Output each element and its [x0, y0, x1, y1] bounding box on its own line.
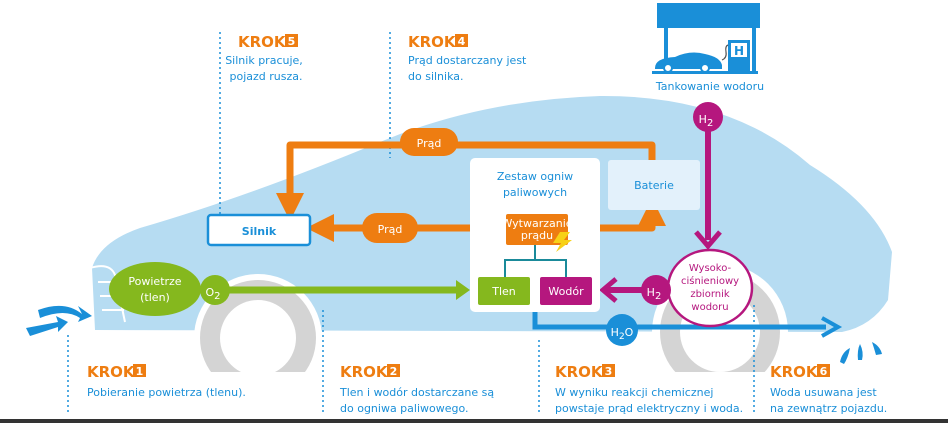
- step-2-num: 2: [390, 365, 398, 378]
- hydrogen-refuel-arrowhead: [694, 230, 722, 250]
- step-1-line1: Pobieranie powietrza (tlenu).: [87, 386, 246, 399]
- oxygen-arrowhead: [456, 280, 470, 300]
- step-3-line1: W wyniku reakcji chemicznej: [555, 386, 713, 399]
- pump-letter: H: [734, 44, 744, 58]
- h2-tank-base: H: [647, 286, 655, 299]
- current-label-top: Prąd: [400, 128, 458, 156]
- air-line2: (tlen): [140, 291, 170, 304]
- step-4-label: KROK: [408, 33, 457, 51]
- svg-text:O2: O2: [205, 286, 220, 302]
- step-5: KROK 5 Silnik pracuje, pojazd rusza.: [225, 33, 303, 83]
- step-2-line2: do ogniwa paliwowego.: [340, 402, 469, 415]
- svg-text:H2: H2: [647, 286, 662, 302]
- bottom-bar: [0, 419, 948, 423]
- current-path-top: [276, 141, 656, 221]
- rear-wheel: [194, 274, 322, 402]
- fuel-cell-title-line1: Zestaw ogniw: [497, 170, 573, 183]
- svg-text:H2: H2: [699, 113, 714, 129]
- step-3-num: 3: [605, 365, 613, 378]
- step-6: KROK 6 Woda usuwana jest na zewnątrz poj…: [770, 363, 887, 415]
- tank-line4: wodoru: [691, 302, 728, 313]
- current-top-text: Prąd: [417, 137, 442, 150]
- reaction-connector: [504, 245, 567, 277]
- o2-badge: O2: [200, 275, 230, 305]
- water-line: [532, 312, 826, 330]
- step-3: KROK 3 W wyniku reakcji chemicznej powst…: [555, 363, 743, 415]
- generation-line1: Wytwarzanie: [501, 217, 572, 230]
- generation-box: Wytwarzanie prądu: [501, 214, 573, 245]
- air-ellipse: Powietrze (tlen): [109, 262, 201, 316]
- air-intake-arrow-icon-2: [26, 316, 68, 336]
- h2-refuel-badge: H2: [693, 102, 723, 132]
- h2o-badge: H2O: [606, 314, 638, 346]
- h2-tank-badge: H2: [641, 275, 671, 305]
- hydrogen-station-icon: H: [652, 3, 760, 74]
- tank-line3: zbiornik: [690, 289, 730, 300]
- hydrogen-box: Wodór: [540, 277, 592, 305]
- current-mid-text: Prąd: [378, 223, 403, 236]
- step-6-line1: Woda usuwana jest: [770, 386, 877, 399]
- o2-sub: 2: [214, 291, 220, 302]
- step-6-line2: na zewnątrz pojazdu.: [770, 402, 887, 415]
- h2-top-base: H: [699, 113, 707, 126]
- oxygen-box-text: Tlen: [491, 285, 516, 298]
- step-4-line1: Prąd dostarczany jest: [408, 54, 527, 67]
- step-1-label: KROK: [87, 363, 136, 381]
- oxygen-box: Tlen: [478, 277, 530, 305]
- step-2-label: KROK: [340, 363, 389, 381]
- station-label: Tankowanie wodoru: [655, 80, 764, 93]
- step-3-label: KROK: [555, 363, 604, 381]
- step-5-label: KROK: [238, 33, 287, 51]
- fuel-cell-title-line2: paliwowych: [503, 186, 567, 199]
- tank-line2: ciśnieniowy: [681, 275, 739, 287]
- step-4-num: 4: [458, 35, 466, 48]
- water-arrowhead: [821, 316, 843, 338]
- step-2: KROK 2 Tlen i wodór dostarczane są do og…: [339, 363, 494, 415]
- h2-top-sub: 2: [707, 118, 713, 129]
- step-5-num: 5: [288, 35, 296, 48]
- hydrogen-tank: Wysoko- ciśnieniowy zbiornik wodoru: [666, 248, 754, 328]
- engine-text: Silnik: [242, 225, 277, 238]
- engine-box: Silnik: [206, 213, 312, 247]
- step-5-line1: Silnik pracuje,: [225, 54, 303, 67]
- step-1-num: 1: [136, 365, 144, 378]
- air-intake-arrow-icon: [38, 305, 92, 322]
- step-3-line2: powstaje prąd elektryczny i woda.: [555, 402, 743, 415]
- water-drops-icon: [840, 342, 882, 364]
- step-6-num: 6: [820, 365, 828, 378]
- hydrogen-feed-arrowhead: [599, 277, 618, 303]
- generation-line2: prądu: [521, 229, 553, 242]
- step-5-line2: pojazd rusza.: [230, 70, 303, 83]
- step-1: KROK 1 Pobieranie powietrza (tlenu).: [87, 363, 246, 399]
- lightning-icon: [553, 232, 572, 252]
- svg-text:H2O: H2O: [611, 326, 634, 342]
- step-6-label: KROK: [770, 363, 819, 381]
- step-4-line2: do silnika.: [408, 70, 464, 83]
- step-2-line1: Tlen i wodór dostarczane są: [339, 386, 494, 399]
- o2-base: O: [205, 286, 214, 299]
- battery-box: Baterie: [608, 160, 700, 210]
- h2-tank-sub: 2: [655, 291, 661, 302]
- hydrogen-box-text: Wodór: [548, 285, 584, 298]
- car-grille: [89, 265, 126, 323]
- battery-text: Baterie: [634, 179, 674, 192]
- h2o-end: O: [625, 326, 634, 339]
- h2o-base: H: [611, 326, 619, 339]
- current-label-mid: Prąd: [362, 213, 418, 243]
- tank-line1: Wysoko-: [689, 263, 732, 274]
- step-4: KROK 4 Prąd dostarczany jest do silnika.: [408, 33, 527, 83]
- air-line1: Powietrze: [128, 275, 181, 288]
- h2o-sub: 2: [619, 332, 625, 342]
